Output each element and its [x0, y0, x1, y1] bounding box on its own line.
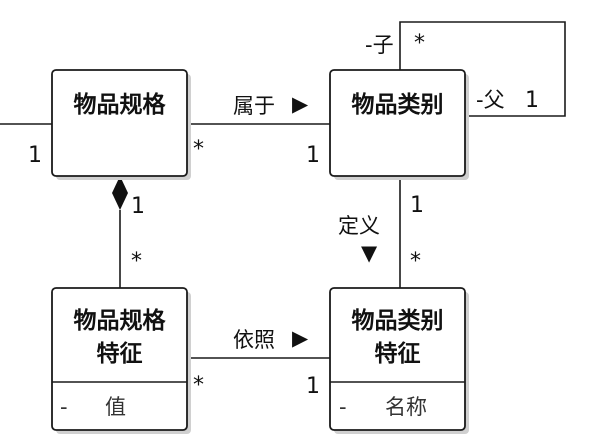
class-category[interactable]: 物品类别	[329, 69, 469, 180]
according-to-mult-category-feature: 1	[306, 374, 320, 399]
defines-arrow-icon: ▼	[361, 241, 378, 265]
left-stub-mult: 1	[28, 143, 42, 168]
defines-mult-feature: *	[410, 249, 421, 274]
composition-mult-feature: *	[131, 249, 142, 274]
class-spec[interactable]: 物品规格	[51, 69, 191, 180]
self-reference-line	[399, 21, 566, 117]
self-ref-child-mult: *	[414, 31, 425, 56]
belongs-to-mult-category: 1	[306, 143, 320, 168]
belongs-to-label: 属于	[233, 94, 275, 118]
category-feature-name-line2: 特征	[375, 341, 421, 367]
class-spec-name: 物品规格	[74, 91, 167, 118]
spec-feature-attr-visibility: -	[60, 395, 68, 419]
spec-feature-name-line1: 物品规格	[74, 307, 167, 334]
according-to-mult-spec-feature: *	[193, 373, 204, 398]
according-to-arrow-icon: ▶	[292, 326, 309, 350]
class-category-name: 物品类别	[352, 91, 444, 118]
defines-label: 定义	[338, 214, 380, 238]
class-category-feature[interactable]: 物品类别 特征 - 名称	[329, 287, 469, 434]
belongs-to-arrow-icon: ▶	[292, 92, 309, 116]
self-ref-parent-role: -父	[476, 88, 505, 112]
self-ref-parent-mult: 1	[525, 88, 539, 113]
composition-diamond-icon	[112, 176, 128, 210]
composition-mult-spec: 1	[131, 194, 145, 219]
spec-feature-name-line2: 特征	[97, 341, 143, 367]
according-to-label: 依照	[233, 328, 275, 352]
self-ref-child-role: -子	[365, 33, 394, 57]
spec-feature-attr-name: 值	[105, 395, 126, 419]
category-feature-attr-name: 名称	[385, 395, 427, 419]
class-spec-feature[interactable]: 物品规格 特征 - 值	[51, 287, 191, 434]
belongs-to-mult-spec: *	[193, 137, 204, 162]
category-feature-attr-visibility: -	[339, 395, 347, 419]
defines-mult-category: 1	[410, 193, 424, 218]
category-feature-name-line1: 物品类别	[352, 307, 444, 334]
